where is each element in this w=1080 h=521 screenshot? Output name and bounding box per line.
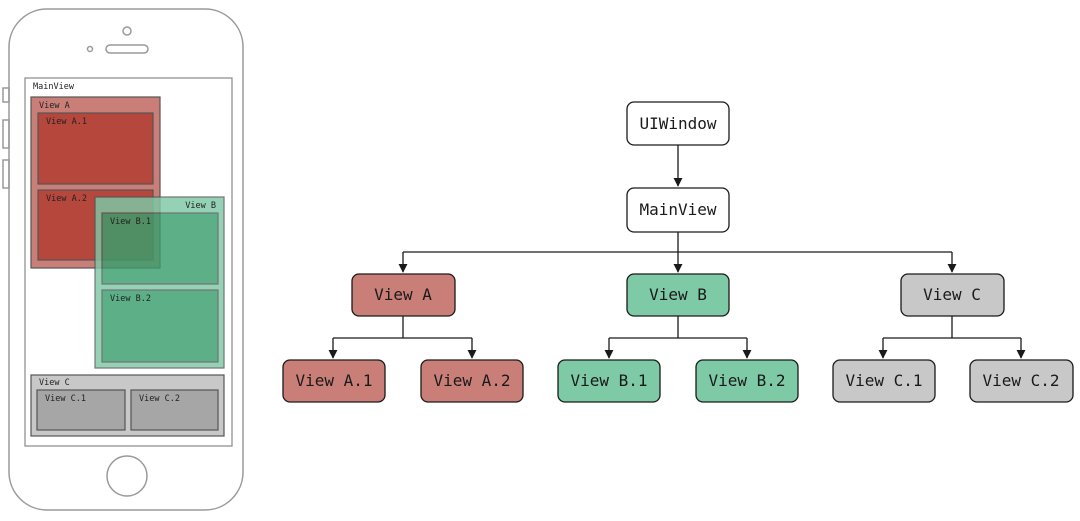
node-view-c1: View C.1 (832, 359, 936, 403)
node-view-a2: View A.2 (420, 359, 524, 403)
view-b1-frame (101, 212, 219, 285)
node-view-a2-label: View A.2 (433, 371, 510, 390)
node-view-a-label: View A (374, 285, 432, 304)
node-view-a1-label: View A.1 (295, 371, 372, 390)
node-view-b1: View B.1 (557, 359, 661, 403)
node-view-b1-label: View B.1 (570, 371, 647, 390)
node-view-a1: View A.1 (282, 359, 386, 403)
view-b-label: View B (185, 201, 216, 211)
view-c1-label: View C.1 (45, 394, 86, 404)
view-c-label: View C (39, 378, 70, 388)
side-button-low (2, 159, 10, 189)
node-view-c-label: View C (923, 285, 981, 304)
front-camera-icon (122, 26, 132, 36)
home-button-icon (106, 455, 148, 497)
phone-mockup: MainView View A View A.1 View A.2 View B… (2, 8, 244, 511)
node-uiwindow: UIWindow (626, 101, 730, 146)
node-view-c2-label: View C.2 (982, 371, 1059, 390)
node-view-c2: View C.2 (969, 359, 1074, 403)
side-button-top (2, 87, 10, 103)
node-mainview-label: MainView (639, 200, 716, 219)
node-view-c1-label: View C.1 (845, 371, 922, 390)
node-mainview: MainView (626, 187, 730, 233)
node-view-b: View B (626, 273, 730, 317)
node-view-b-label: View B (649, 285, 707, 304)
node-view-b2-label: View B.2 (708, 371, 785, 390)
view-hierarchy-tree: UIWindow MainView View A View B View C V… (282, 101, 1074, 403)
proximity-sensor-icon (86, 45, 94, 53)
view-c1-frame (36, 389, 126, 431)
node-view-a: View A (351, 273, 456, 317)
node-view-b2: View B.2 (695, 359, 799, 403)
view-a1-frame (37, 112, 154, 185)
node-uiwindow-label: UIWindow (639, 114, 716, 133)
main-view-label: MainView (33, 82, 75, 92)
side-button-mid (2, 119, 10, 149)
view-a2-label: View A.2 (46, 194, 87, 204)
phone-body (8, 8, 244, 511)
view-b2-frame (101, 289, 219, 363)
view-a-label: View A (39, 101, 70, 111)
speaker-grille-icon (105, 44, 149, 54)
view-a1-label: View A.1 (46, 117, 87, 127)
view-b2-label: View B.2 (110, 294, 151, 304)
view-b1-label: View B.1 (110, 217, 151, 227)
view-c2-label: View C.2 (139, 394, 180, 404)
node-view-c: View C (900, 273, 1005, 317)
view-c2-frame (130, 389, 219, 431)
